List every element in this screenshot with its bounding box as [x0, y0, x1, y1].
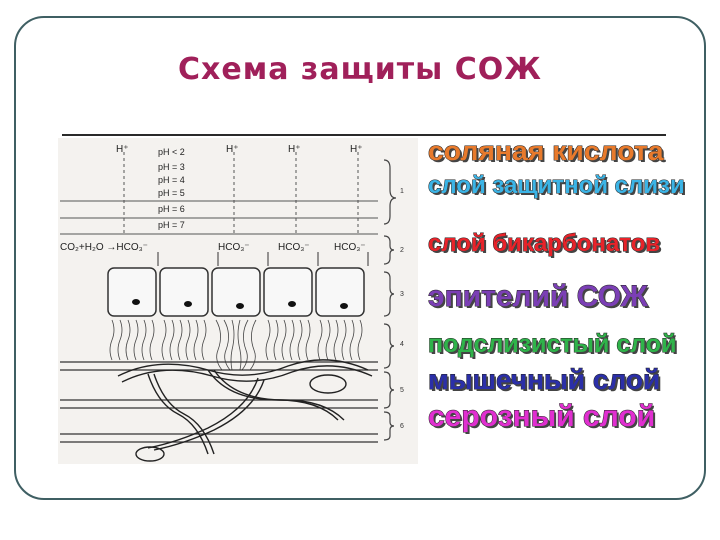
- layer-number: 6: [400, 423, 404, 430]
- label-serous-layer: серозный слой: [427, 400, 656, 434]
- bicarbonate-arrows: [157, 252, 369, 266]
- slide-frame: [14, 16, 706, 500]
- mucus-layer-lines: [60, 200, 378, 235]
- ph-label: pH < 2: [158, 147, 185, 157]
- label-bicarbonate-layer: слой бикарбонатов: [427, 230, 661, 258]
- layer-number: 1: [400, 188, 404, 195]
- label-protective-mucus-layer: слой защитной слизи: [428, 172, 686, 200]
- slide-title: Схема защиты СОЖ: [178, 52, 542, 87]
- h-label: H⁺: [288, 144, 301, 155]
- equation-label: CO₂+H₂O →HCO₃⁻: [60, 242, 148, 253]
- label-submucosa: подслизистый слой: [427, 330, 677, 359]
- h-label: H⁺: [226, 144, 239, 155]
- ph-label: pH = 4: [158, 175, 185, 185]
- h-label: H⁺: [116, 144, 129, 155]
- submucosa-fibers: [109, 319, 363, 371]
- hco3-label: HCO₃⁻: [218, 242, 250, 253]
- label-hydrochloric-acid: соляная кислота: [427, 136, 664, 167]
- stomach-wall-diagram: H⁺ H⁺ H⁺ H⁺ pH < 2 pH = 3 pH = 4 pH = 5 …: [58, 138, 418, 464]
- hco3-label: HCO₃⁻: [278, 242, 310, 253]
- ph-label: pH = 5: [158, 188, 185, 198]
- layer-number: 3: [400, 291, 404, 298]
- layer-number: 4: [400, 341, 404, 348]
- ph-label: pH = 6: [158, 204, 185, 214]
- label-epithelium: эпителий СОЖ: [428, 280, 649, 314]
- hco3-label: HCO₃⁻: [334, 242, 366, 253]
- label-muscle-layer: мышечный слой: [427, 364, 661, 396]
- layer-number: 2: [400, 247, 404, 254]
- layer-braces: [383, 159, 397, 441]
- h-label: H⁺: [350, 144, 363, 155]
- title-divider: [62, 134, 666, 136]
- blood-vessels: [117, 359, 373, 462]
- vertical-dashed-lines: [123, 152, 359, 234]
- ph-label: pH = 7: [158, 220, 185, 230]
- epithelial-cells: [107, 267, 365, 317]
- ph-label: pH = 3: [158, 162, 185, 172]
- layer-number: 5: [400, 387, 404, 394]
